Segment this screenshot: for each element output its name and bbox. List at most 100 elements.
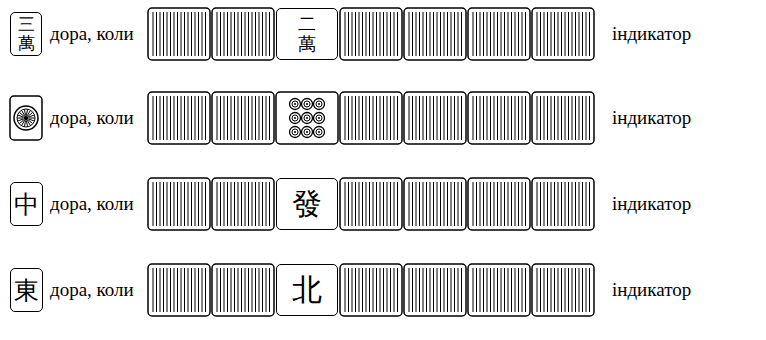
pin-ring — [302, 113, 313, 124]
mahjong-tile: 東 — [10, 268, 43, 312]
tile-stripe — [238, 182, 239, 226]
tile-stripe — [409, 96, 410, 140]
tile-stripe — [234, 182, 235, 226]
tile-stripe — [177, 182, 178, 226]
tile-stripe — [423, 96, 424, 140]
tile-stripe — [561, 268, 562, 312]
tile-outline — [404, 8, 466, 60]
tile-stripe — [540, 182, 541, 226]
tile-stripe — [565, 268, 566, 312]
tile-stripe — [423, 12, 424, 56]
tile-stripe — [266, 12, 267, 56]
tile-stripe — [181, 96, 182, 140]
tile-stripe — [170, 12, 171, 56]
tile-stripe — [177, 268, 178, 312]
tile-stripe — [487, 12, 488, 56]
tile-stripe — [522, 96, 523, 140]
tile-outline — [532, 92, 594, 144]
tile-stripe — [259, 182, 260, 226]
tile-stripe — [380, 182, 381, 226]
tile-stripe — [224, 96, 225, 140]
tile-stripe — [369, 182, 370, 226]
pin-ring — [314, 127, 325, 138]
tile-stripe — [195, 96, 196, 140]
tile-stripe — [184, 96, 185, 140]
tile-stripe — [156, 12, 157, 56]
tile-stripe — [589, 96, 590, 140]
tile-stripe — [454, 182, 455, 226]
tile-stripe — [227, 96, 228, 140]
tile-stripe — [352, 182, 353, 226]
face-down-tile — [532, 92, 594, 144]
tile-stripe — [558, 268, 559, 312]
tile-outline — [148, 178, 210, 230]
tile-stripe — [255, 182, 256, 226]
tile-stripe — [345, 268, 346, 312]
face-down-tile — [532, 178, 594, 230]
tile-stripe — [444, 96, 445, 140]
pin-spoke — [26, 110, 27, 116]
tile-stripe — [269, 12, 270, 56]
tile-stripe — [518, 96, 519, 140]
tile-stripe — [430, 268, 431, 312]
face-down-tile — [212, 8, 274, 60]
tile-stripe — [554, 12, 555, 56]
tile-stripe — [245, 96, 246, 140]
tile-stripe — [262, 268, 263, 312]
tile-stripe — [174, 182, 175, 226]
tile-stripe — [262, 12, 263, 56]
tile-stripe — [188, 182, 189, 226]
tile-stripe — [511, 12, 512, 56]
tile-stripe — [544, 12, 545, 56]
tile-stripe — [366, 182, 367, 226]
tile-stripe — [501, 96, 502, 140]
tile-stripe — [451, 182, 452, 226]
tile-stripe — [483, 182, 484, 226]
tile-stripe — [202, 12, 203, 56]
tile-stripe — [461, 182, 462, 226]
tile-stripe — [511, 96, 512, 140]
tile-stripe — [572, 268, 573, 312]
tile-stripe — [248, 182, 249, 226]
tile-stripe — [359, 182, 360, 226]
tile-stripe — [383, 268, 384, 312]
tile-stripe — [561, 96, 562, 140]
tile-stripe — [490, 182, 491, 226]
tile-outline — [468, 264, 530, 316]
tile-stripe — [547, 12, 548, 56]
tile-stripe — [181, 182, 182, 226]
tile-stripe — [522, 12, 523, 56]
tile-stripe — [394, 96, 395, 140]
tile-stripe — [582, 12, 583, 56]
tile-stripe — [156, 182, 157, 226]
face-down-tile — [340, 264, 402, 316]
tile-stripe — [451, 96, 452, 140]
pin-dot — [306, 117, 308, 119]
tile-stripe — [433, 268, 434, 312]
tile-stripe — [525, 12, 526, 56]
tile-stripe — [269, 268, 270, 312]
tile-stripe — [440, 268, 441, 312]
tile-stripe — [409, 12, 410, 56]
tile-stripe — [586, 12, 587, 56]
row-label: дора, коли — [50, 107, 134, 129]
tile-outline — [468, 92, 530, 144]
tile-stripe — [586, 96, 587, 140]
tile-stripe — [433, 12, 434, 56]
tile-stripe — [269, 96, 270, 140]
tile-stripe — [394, 182, 395, 226]
tile-stripe — [366, 268, 367, 312]
tile-stripe — [540, 96, 541, 140]
tile-stripe — [416, 182, 417, 226]
mahjong-tile: 二萬 — [276, 8, 338, 60]
tile-stripe — [501, 268, 502, 312]
tile-stripe — [373, 12, 374, 56]
tile-stripe — [447, 12, 448, 56]
tile-stripe — [409, 268, 410, 312]
pin-ring — [302, 99, 313, 110]
tile-stripe — [511, 182, 512, 226]
tile-stripe — [575, 268, 576, 312]
tile-outline — [404, 264, 466, 316]
tile-stripe — [167, 182, 168, 226]
tile-stripe — [198, 182, 199, 226]
